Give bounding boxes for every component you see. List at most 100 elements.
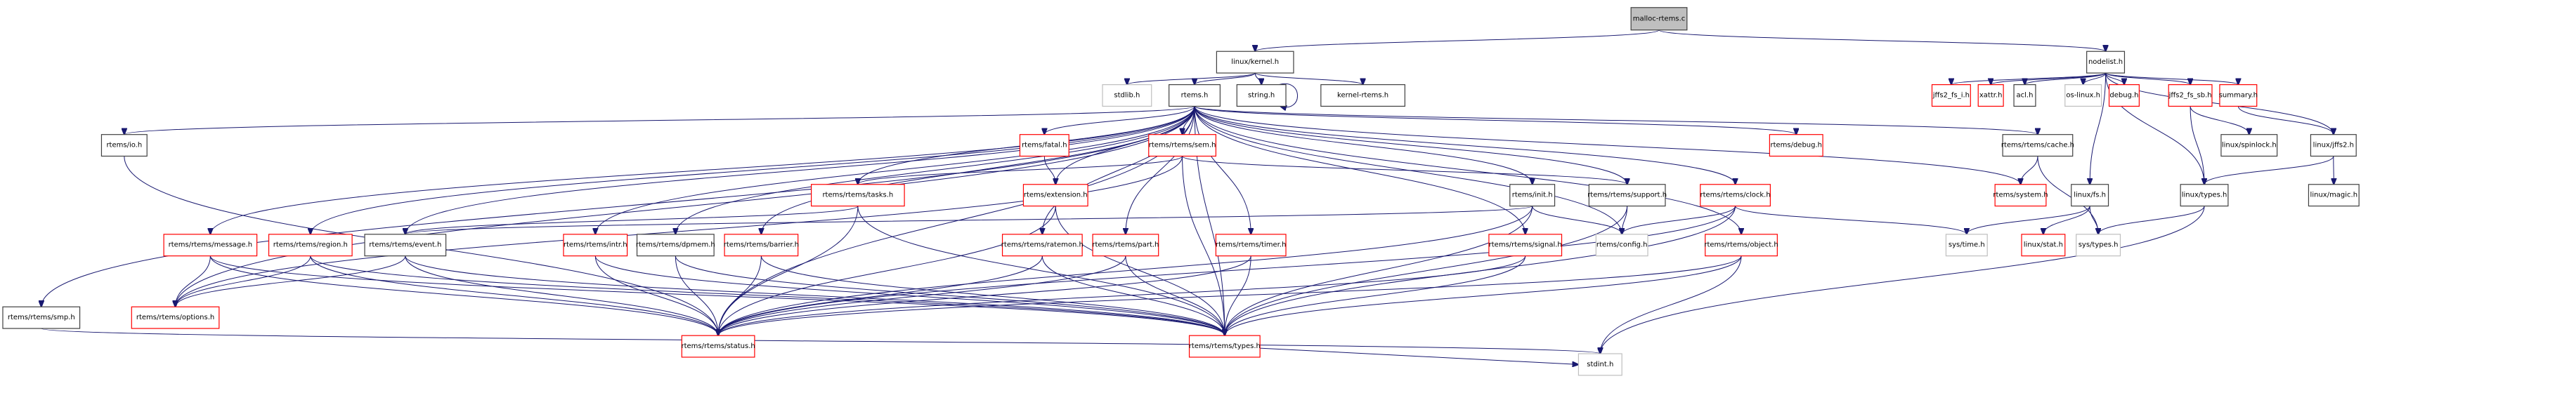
node-dpmem[interactable]: rtems/rtems/dpmem.h	[636, 234, 715, 257]
node-systypes[interactable]: sys/types.h	[2076, 234, 2121, 257]
node-jffs2fsi[interactable]: jffs2_fs_i.h	[1931, 84, 1971, 107]
edge-cache-to-system	[2021, 156, 2038, 184]
node-rtypes[interactable]: rtems/rtems/types.h	[1188, 335, 1261, 358]
node-box	[1022, 184, 1088, 207]
node-support[interactable]: rtems/rtems/support.h	[1587, 184, 1667, 207]
node-message[interactable]: rtems/rtems/message.h	[163, 234, 258, 257]
node-debug[interactable]: debug.h	[2108, 84, 2140, 107]
node-ratemon[interactable]: rtems/rtems/ratemon.h	[1001, 234, 1084, 257]
node-label: linux/spinlock.h	[2222, 142, 2277, 149]
node-ltypes[interactable]: linux/types.h	[2180, 184, 2229, 207]
node-label: rtems/rtems/support.h	[1587, 192, 1667, 199]
node-tasks[interactable]: rtems/rtems/tasks.h	[810, 184, 905, 207]
edge-nodelist-to-debug	[2105, 72, 2124, 85]
node-rtems[interactable]: rtems.h	[1169, 84, 1221, 107]
node-label: linux/magic.h	[2310, 192, 2358, 199]
edge-dpmem-to-rtypes	[675, 255, 1225, 336]
node-label: stdlib.h	[1114, 92, 1140, 100]
edge-region-to-rtypes	[310, 255, 1225, 336]
node-magic[interactable]: linux/magic.h	[2308, 184, 2360, 207]
edge-fatal-to-extension	[1043, 156, 1055, 184]
node-label: rtems/debug.h	[1770, 142, 1822, 149]
node-stdint[interactable]: stdint.h	[1578, 353, 1622, 376]
node-intr[interactable]: rtems/rtems/intr.h	[563, 234, 628, 257]
edge-tasks-to-event	[405, 206, 859, 234]
node-status[interactable]: rtems/rtems/status.h	[681, 335, 755, 358]
node-systime[interactable]: sys/time.h	[1945, 234, 1988, 257]
node-box	[131, 306, 220, 329]
node-part[interactable]: rtems/rtems/part.h	[1092, 234, 1159, 257]
node-extension[interactable]: rtems/extension.h	[1022, 184, 1088, 207]
node-summary[interactable]: summary.h	[2219, 84, 2258, 107]
node-label: rtems/rtems/region.h	[273, 241, 348, 249]
node-box	[163, 234, 258, 257]
node-label: rtems/rtems/status.h	[681, 342, 755, 350]
node-jffs2fssb[interactable]: jffs2_fs_sb.h	[2168, 84, 2213, 107]
node-cache[interactable]: rtems/rtems/cache.h	[2001, 134, 2074, 157]
node-timer[interactable]: rtems/rtems/timer.h	[1215, 234, 1287, 257]
edge-signal-to-status	[718, 255, 1526, 336]
edge-object-to-status	[718, 255, 1742, 336]
node-system[interactable]: rtems/system.h	[1993, 184, 2048, 207]
edge-message-to-options	[176, 255, 211, 307]
node-box	[2071, 184, 2109, 207]
node-lstat[interactable]: linux/stat.h	[2021, 234, 2066, 257]
edge-malloc-to-kernel	[1255, 29, 1660, 51]
node-box	[1188, 335, 1261, 358]
node-label: linux/types.h	[2182, 192, 2227, 199]
node-box	[1705, 234, 1778, 257]
node-io[interactable]: rtems/io.h	[100, 134, 148, 157]
edge-kernel-to-stdlib	[1127, 72, 1256, 85]
node-box	[1595, 234, 1648, 257]
node-config[interactable]: rtems/config.h	[1595, 234, 1648, 257]
node-event[interactable]: rtems/rtems/event.h	[364, 234, 447, 257]
node-clock[interactable]: rtems/rtems/clock.h	[1700, 184, 1771, 207]
node-malloc[interactable]: malloc-rtems.c	[1630, 7, 1688, 31]
node-label: linux/jffs2.h	[2313, 142, 2354, 149]
node-nodelist[interactable]: nodelist.h	[2086, 51, 2126, 74]
node-kernelrtems[interactable]: kernel-rtems.h	[1320, 84, 1405, 107]
node-fs[interactable]: linux/fs.h	[2071, 184, 2109, 207]
node-stdlib[interactable]: stdlib.h	[1102, 84, 1152, 107]
node-sem[interactable]: rtems/rtems/sem.h	[1148, 134, 1216, 157]
edge-rtems-to-part	[1126, 106, 1195, 234]
node-box	[2180, 184, 2229, 207]
edge-smp-to-stdint	[41, 328, 1601, 354]
edge-nodelist-to-summary	[2105, 72, 2239, 85]
edge-ltypes-to-stdint	[1600, 206, 2205, 354]
node-init[interactable]: rtems/init.h	[1509, 184, 1556, 207]
edge-ratemon-to-rtypes	[1041, 255, 1225, 336]
node-kernel[interactable]: linux/kernel.h	[1216, 51, 1294, 74]
node-spinlock[interactable]: linux/spinlock.h	[2220, 134, 2278, 157]
node-box	[100, 134, 148, 157]
node-smp[interactable]: rtems/rtems/smp.h	[2, 306, 81, 329]
node-box	[1700, 184, 1771, 207]
node-barrier[interactable]: rtems/rtems/barrier.h	[724, 234, 799, 257]
edge-tasks-to-rtypes	[857, 206, 1225, 336]
node-label: linux/fs.h	[2074, 192, 2106, 199]
nodes-layer: malloc-rtems.c linux/kernel.h nodelist.h st…	[2, 7, 2360, 376]
node-box	[1769, 134, 1823, 157]
node-box	[2219, 84, 2258, 107]
node-box	[2076, 234, 2121, 257]
node-rdebug[interactable]: rtems/debug.h	[1769, 134, 1823, 157]
node-box	[2108, 84, 2140, 107]
edge-rtypes-to-stdint	[1224, 346, 1579, 365]
node-object[interactable]: rtems/rtems/object.h	[1704, 234, 1778, 257]
edge-rtems-to-region	[311, 106, 1195, 234]
node-label: rtems/fatal.h	[1022, 142, 1067, 149]
node-ljffs2[interactable]: linux/jffs2.h	[2310, 134, 2357, 157]
node-label: rtems/rtems/options.h	[136, 314, 214, 321]
node-box	[2021, 234, 2066, 257]
node-region[interactable]: rtems/rtems/region.h	[268, 234, 353, 257]
node-options[interactable]: rtems/rtems/options.h	[131, 306, 220, 329]
node-fatal[interactable]: rtems/fatal.h	[1019, 134, 1069, 157]
node-acl[interactable]: acl.h	[2013, 84, 2036, 107]
node-xattr[interactable]: xattr.h	[1977, 84, 2004, 107]
edge-fs-to-systime	[1967, 206, 2090, 234]
node-string[interactable]: string.h	[1236, 84, 1287, 107]
node-signal[interactable]: rtems/rtems/signal.h	[1488, 234, 1563, 257]
node-label: stdint.h	[1587, 361, 1613, 368]
node-oslinux[interactable]: os-linux.h	[2064, 84, 2102, 107]
